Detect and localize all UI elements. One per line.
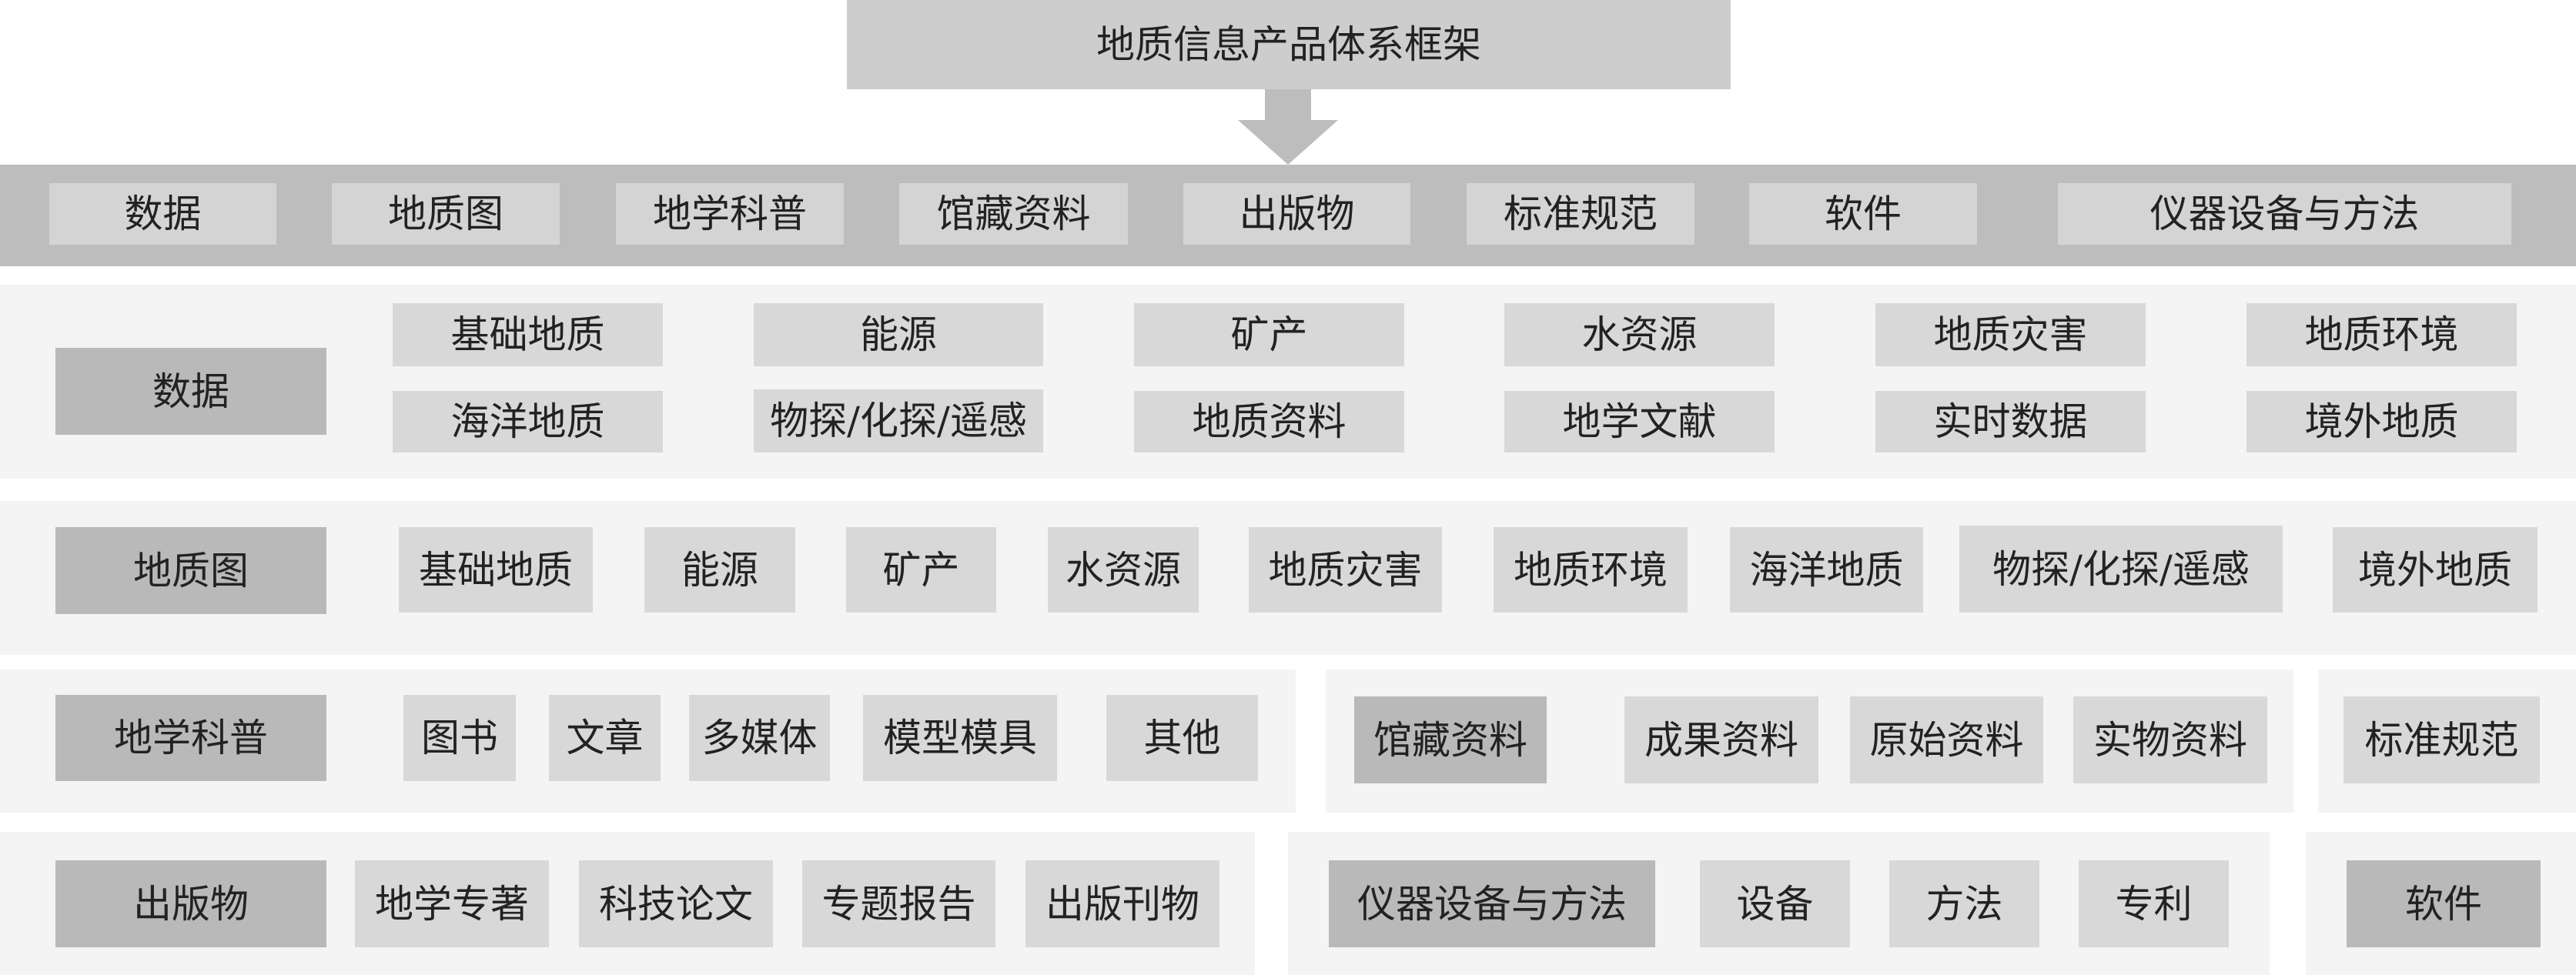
archive-item: 成果资料 xyxy=(1624,696,1818,783)
category-standards: 标准规范 xyxy=(1467,183,1694,245)
standards-label: 标准规范 xyxy=(2343,696,2540,783)
data-item: 地学文献 xyxy=(1504,391,1775,452)
data-item: 实时数据 xyxy=(1875,391,2146,452)
instrument-item: 设备 xyxy=(1700,860,1850,947)
popsci-item: 其他 xyxy=(1106,695,1258,781)
category-data: 数据 xyxy=(49,183,276,245)
geomap-item: 海洋地质 xyxy=(1730,527,1923,613)
publication-item: 科技论文 xyxy=(579,860,773,947)
data-item: 矿产 xyxy=(1134,303,1404,366)
geomap-item: 地质环境 xyxy=(1494,527,1688,613)
publication-item: 地学专著 xyxy=(355,860,549,947)
popsci-item: 模型模具 xyxy=(863,695,1057,781)
data-item: 能源 xyxy=(754,303,1043,366)
instrument-label: 仪器设备与方法 xyxy=(1329,860,1655,947)
instrument-item: 专利 xyxy=(2079,860,2229,947)
category-software: 软件 xyxy=(1749,183,1977,245)
category-geomap: 地质图 xyxy=(332,183,560,245)
category-popular-science: 地学科普 xyxy=(616,183,844,245)
data-item: 地质环境 xyxy=(2246,303,2517,366)
geomap-item: 能源 xyxy=(644,527,795,613)
data-item: 地质资料 xyxy=(1134,391,1404,452)
data-item: 物探/化探/遥感 xyxy=(754,389,1043,452)
archive-item: 原始资料 xyxy=(1850,696,2043,783)
popsci-item: 图书 xyxy=(403,695,516,781)
geomap-item: 地质灾害 xyxy=(1249,527,1442,613)
data-item: 水资源 xyxy=(1504,303,1775,366)
geomap-item: 基础地质 xyxy=(399,527,593,613)
software-label: 软件 xyxy=(2347,860,2541,947)
popsci-item: 文章 xyxy=(549,695,661,781)
data-item: 海洋地质 xyxy=(393,391,663,452)
publication-item: 专题报告 xyxy=(802,860,995,947)
geomap-label: 地质图 xyxy=(55,527,326,614)
data-item: 基础地质 xyxy=(393,303,663,366)
instrument-item: 方法 xyxy=(1889,860,2039,947)
geomap-item: 物探/化探/遥感 xyxy=(1959,526,2283,613)
data-label: 数据 xyxy=(55,348,326,435)
popsci-label: 地学科普 xyxy=(55,695,326,781)
popsci-item: 多媒体 xyxy=(689,695,830,781)
category-publication: 出版物 xyxy=(1183,183,1410,245)
archive-label: 馆藏资料 xyxy=(1354,696,1547,783)
category-archive: 馆藏资料 xyxy=(899,183,1128,245)
publication-label: 出版物 xyxy=(55,860,326,947)
publication-item: 出版刊物 xyxy=(1025,860,1219,947)
framework-title: 地质信息产品体系框架 xyxy=(847,0,1731,89)
geomap-item: 水资源 xyxy=(1048,527,1199,613)
down-arrow-icon xyxy=(1238,89,1338,165)
geomap-item: 矿产 xyxy=(846,527,996,613)
geomap-item: 境外地质 xyxy=(2333,527,2538,613)
data-item: 地质灾害 xyxy=(1875,303,2146,366)
category-instrument: 仪器设备与方法 xyxy=(2058,183,2511,245)
data-item: 境外地质 xyxy=(2246,391,2517,452)
archive-item: 实物资料 xyxy=(2073,696,2267,783)
